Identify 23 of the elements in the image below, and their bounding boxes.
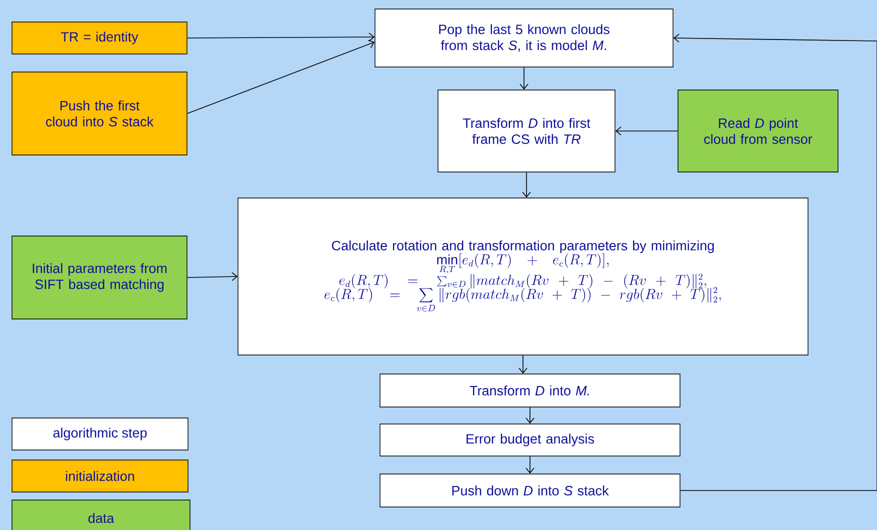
data-box: Initial parameters from SIFT based matching [12,236,188,320]
arrow [526,406,534,424]
arrow [518,354,528,374]
process-box: Transform D into first frame CS with TR [438,90,616,172]
arrow [673,34,877,491]
arrow [186,272,238,281]
process-box: Calculate rotation and transformation parameters by minimizing $\min\limits_{R,T}[e_d(R,T)+e_c(R,T)],$ $e_d(R,T)=\textstyle\sum_{v\in D}\|match_M(Rv+T)-(Rv+T)\|_2^2,$ $e_c(R,T)=\sum_{v\in D}\|rgb(match_M(Rv+T))-rgb(Rv+T)\|_2^2,$ [238,198,808,356]
process-box: Pop the last 5 known clouds from stack S, it is model M. [374,8,674,68]
legend-item: data [12,500,190,530]
process-box: Transform D into M. [380,374,680,408]
process-box: Error budget analysis [380,424,680,456]
legend-item: algorithmic step [12,418,188,450]
arrow [526,456,534,474]
process-box: Push down D into S stack [380,474,680,508]
data-box: Read D point cloud from sensor [678,90,838,172]
initialization-box: TR = identity [12,22,188,54]
initialization-box: Push the first cloud into S stack [12,72,188,156]
arrow [186,32,375,42]
arrow [520,66,528,90]
arrow [186,40,375,114]
arrow [615,126,678,136]
arrow [522,172,531,198]
legend-item: initialization [12,460,188,492]
